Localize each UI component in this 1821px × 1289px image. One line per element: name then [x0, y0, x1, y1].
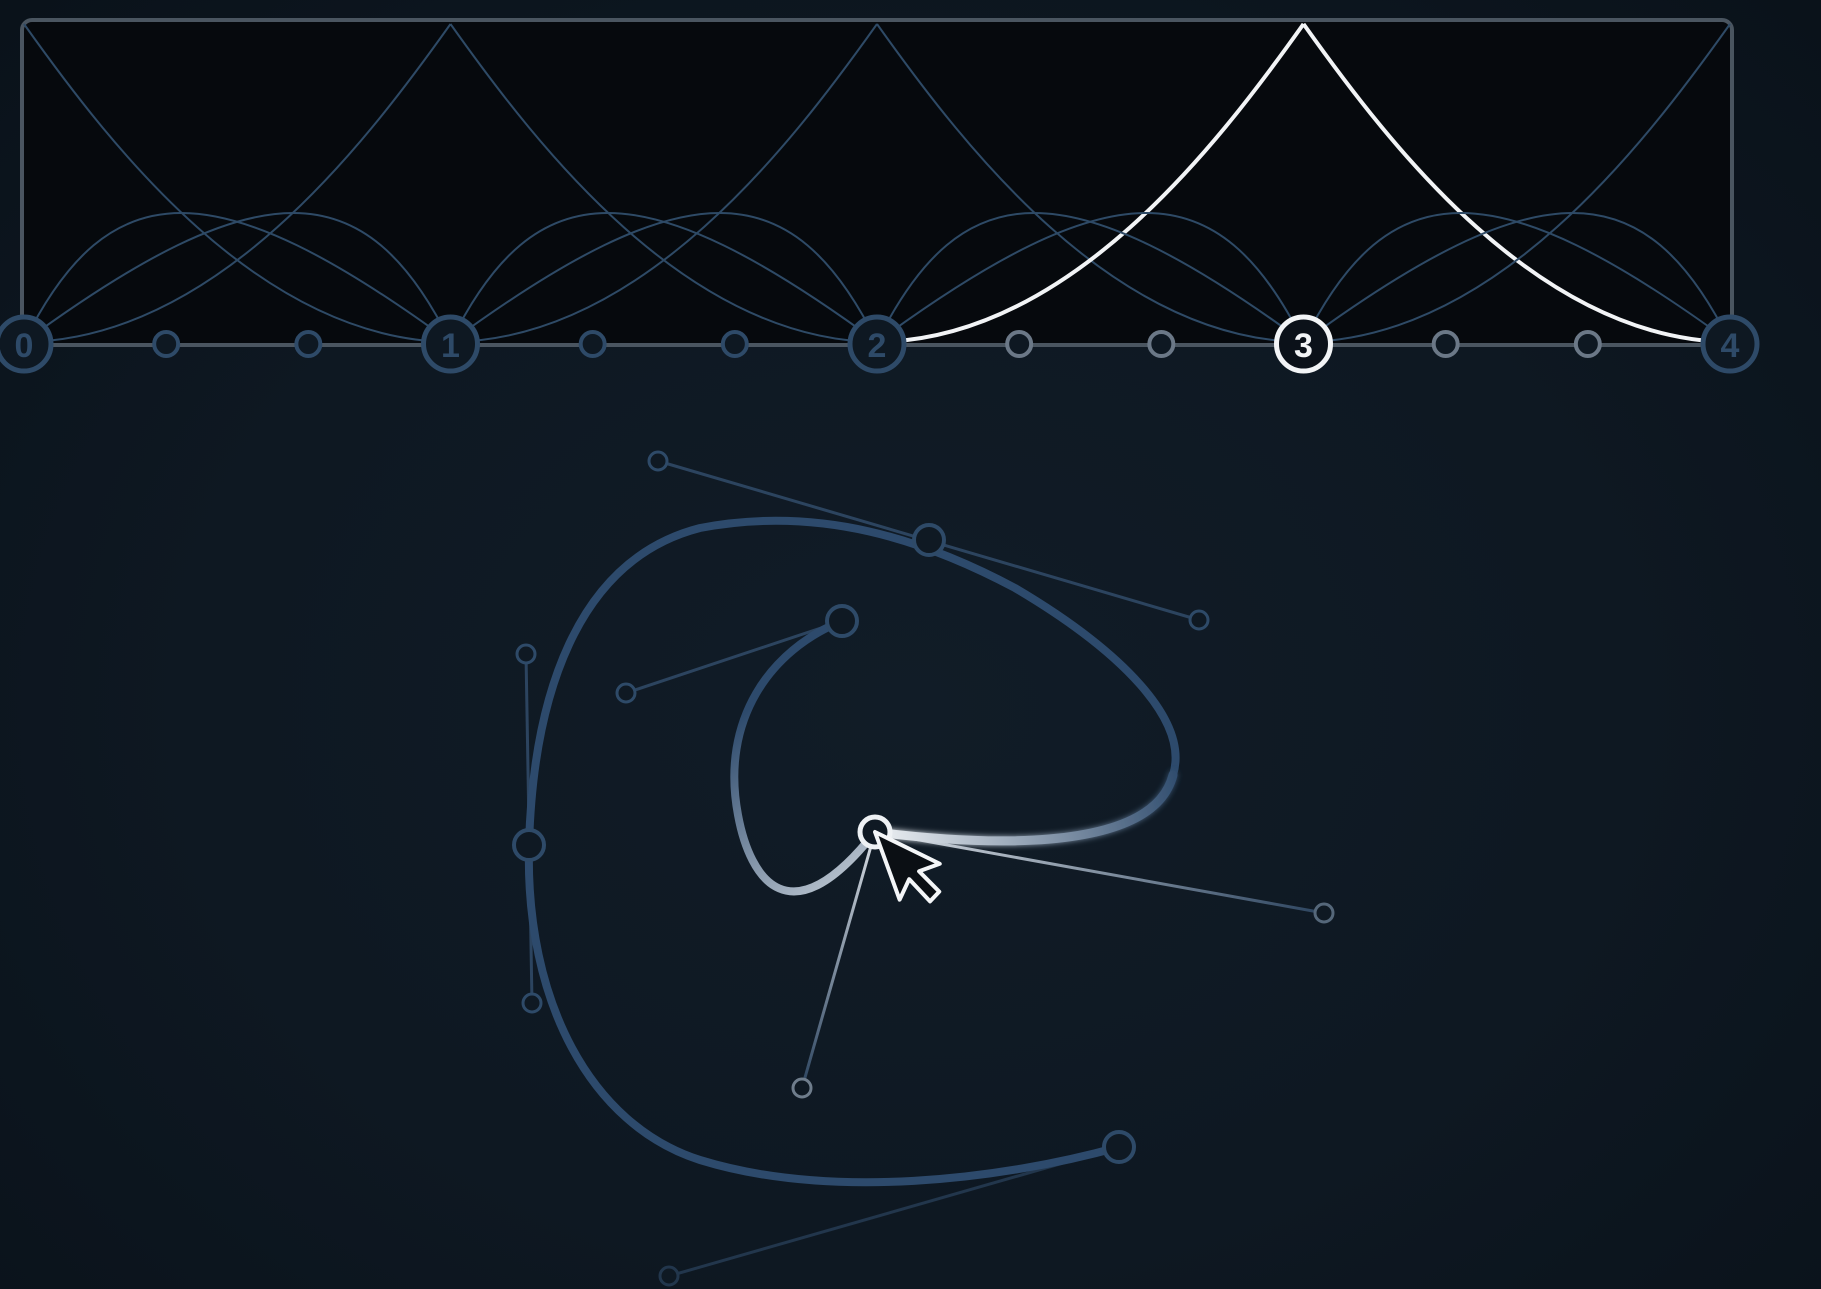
basis-curve — [23, 212, 452, 343]
knot-circle — [1274, 314, 1333, 374]
basis-curve — [876, 23, 1304, 343]
knot-label: 4 — [1721, 327, 1740, 365]
handle-point-active[interactable] — [1313, 902, 1335, 924]
control-point-marker[interactable] — [294, 330, 323, 358]
spline-segment-active — [870, 770, 1178, 846]
basis-curve-active — [1301, 22, 1731, 344]
knot-marker-3[interactable]: 3 — [1274, 314, 1333, 374]
knot-circle — [0, 314, 54, 374]
handle-line-active — [800, 831, 877, 1089]
basis-curve — [23, 23, 451, 343]
basis-curve — [876, 212, 1305, 343]
anchor-point[interactable] — [825, 604, 859, 638]
basis-curve — [1302, 212, 1731, 343]
anchor-point[interactable] — [912, 523, 946, 557]
control-point-marker[interactable] — [720, 330, 749, 358]
knot-label: 1 — [441, 327, 460, 365]
handle-point[interactable] — [1188, 609, 1210, 631]
control-point-marker[interactable] — [1573, 330, 1602, 358]
handle-point[interactable] — [515, 643, 537, 665]
knot-label: 2 — [868, 327, 887, 365]
spline-edit-area[interactable] — [512, 450, 1335, 1287]
control-point-markers — [152, 330, 1602, 358]
knot-marker-4[interactable]: 4 — [1700, 314, 1760, 374]
handle-point[interactable] — [658, 1265, 680, 1287]
knot-marker-1[interactable]: 1 — [421, 314, 480, 374]
spline-segment — [524, 516, 1180, 1187]
knot-label: 0 — [15, 327, 34, 365]
mouse-pointer-icon — [873, 830, 942, 904]
knot-label: 3 — [1294, 327, 1313, 365]
basis-curve — [876, 212, 1305, 343]
basis-curve — [1303, 23, 1731, 343]
knot-circle — [1700, 314, 1760, 374]
knot-circle — [847, 314, 907, 374]
spline-segment — [730, 617, 879, 896]
basis-panel-frame — [20, 18, 1734, 347]
knot-marker-0[interactable]: 0 — [0, 314, 54, 374]
handle-point[interactable] — [615, 682, 637, 704]
basis-curve — [1302, 212, 1731, 343]
control-point-marker[interactable] — [1431, 330, 1460, 358]
knot-markers: 0 1 2 3 4 — [0, 314, 1760, 374]
anchor-point[interactable] — [512, 828, 546, 862]
basis-curve — [449, 212, 878, 343]
basis-function-panel: 0 1 2 3 4 — [0, 18, 1760, 374]
handle-line — [625, 619, 843, 695]
basis-curve — [449, 23, 878, 343]
control-point-marker[interactable] — [1147, 330, 1176, 358]
basis-curves-group — [23, 22, 1731, 344]
basis-curve — [23, 23, 452, 343]
handle-line-active — [874, 830, 1325, 915]
control-point-marker[interactable] — [152, 330, 181, 358]
basis-curve-active — [876, 22, 1306, 344]
handle-point[interactable] — [647, 450, 669, 472]
control-point-marker[interactable] — [1005, 330, 1034, 358]
knot-circle — [421, 314, 480, 374]
handle-point[interactable] — [521, 992, 543, 1014]
spline-points[interactable] — [512, 450, 1335, 1287]
anchor-point[interactable] — [1102, 1130, 1136, 1164]
basis-curve — [449, 212, 878, 343]
spline-curve[interactable] — [524, 516, 1180, 1187]
basis-curve — [23, 212, 452, 343]
knot-marker-2[interactable]: 2 — [847, 314, 907, 374]
handle-point-active[interactable] — [791, 1077, 813, 1099]
control-point-marker[interactable] — [578, 330, 607, 358]
basis-curve — [450, 23, 878, 343]
